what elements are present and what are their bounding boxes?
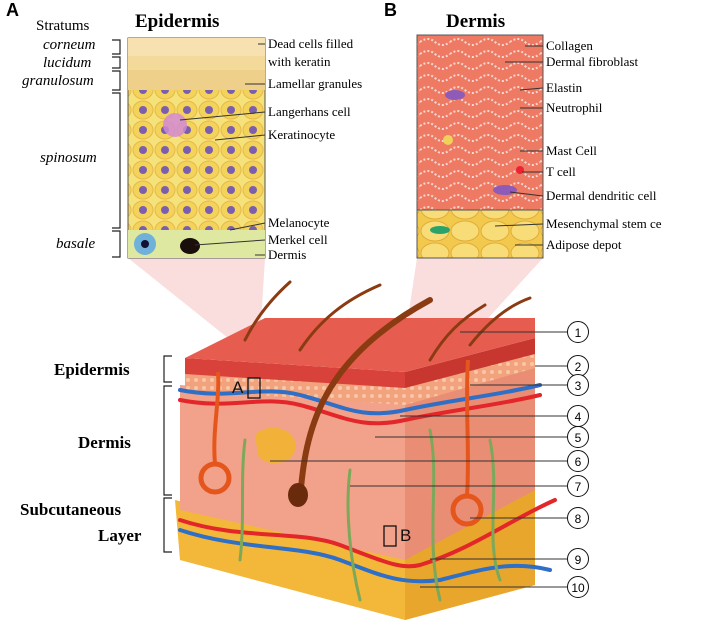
leader-lines <box>179 43 567 588</box>
layer-epidermis: Epidermis <box>54 360 130 379</box>
callout-10: 10 <box>567 576 589 598</box>
callout-3: 3 <box>567 374 589 396</box>
label-dermis-small: Dermis <box>268 247 307 262</box>
marker-b-box <box>383 525 397 547</box>
layer-subcutaneous: Subcutaneous <box>20 500 122 519</box>
layer-dermis: Dermis <box>78 433 131 452</box>
label-mast-cell: Mast Cell <box>546 143 597 158</box>
vessels <box>178 383 557 602</box>
callout-8: 8 <box>567 507 589 529</box>
marker-a-box <box>247 377 261 399</box>
label-dermal-dendritic-cell: Dermal dendritic cell <box>546 188 657 203</box>
label-lamellar-granules: Lamellar granules <box>268 76 363 91</box>
panel-a-funnel <box>128 258 265 338</box>
label-langerhans-cell: Langerhans cell <box>268 104 351 119</box>
stratum-brackets <box>112 39 121 258</box>
callout-4: 4 <box>567 405 589 427</box>
label-keratinocyte: Keratinocyte <box>268 127 336 142</box>
label-mesenchymal-stem-cell: Mesenchymal stem ce <box>546 216 662 231</box>
sweat-glands <box>198 359 484 527</box>
label-dead-cells: Dead cells filled <box>268 36 354 51</box>
marker-a: A <box>232 378 244 397</box>
callout-7: 7 <box>567 475 589 497</box>
label-collagen: Collagen <box>546 38 593 53</box>
callout-9: 9 <box>567 548 589 570</box>
sebaceous-gland <box>255 427 296 464</box>
label-elastin: Elastin <box>546 80 583 95</box>
stratum-corneum: corneum <box>43 37 96 53</box>
label-neutrophil: Neutrophil <box>546 100 603 115</box>
hairs <box>243 280 532 503</box>
hair-bulb <box>288 483 308 507</box>
label-adipose-depot: Adipose depot <box>546 237 622 252</box>
stratum-lucidum: lucidum <box>43 55 92 71</box>
layer-brackets <box>163 355 172 553</box>
label-dermal-fibroblast: Dermal fibroblast <box>546 54 639 69</box>
panel-a-letter: A <box>6 0 19 20</box>
dermis-panel-title: Dermis <box>446 11 506 32</box>
callout-5: 5 <box>567 426 589 448</box>
panel-b-letter: B <box>384 0 397 20</box>
stratums-heading: Stratums <box>36 18 90 34</box>
stratum-granulosum: granulosum <box>22 73 94 89</box>
label-merkel-cell: Merkel cell <box>268 232 328 247</box>
stratum-basale: basale <box>56 236 96 252</box>
label-t-cell: T cell <box>546 164 576 179</box>
layer-layer: Layer <box>98 526 142 545</box>
epidermis-magnified <box>127 37 266 259</box>
stratum-spinosum: spinosum <box>40 150 97 166</box>
marker-b: B <box>400 526 412 545</box>
callout-6: 6 <box>567 450 589 472</box>
label-melanocyte: Melanocyte <box>268 215 330 230</box>
label-with-keratin: with keratin <box>268 54 331 69</box>
epidermis-panel-title: Epidermis <box>135 11 220 32</box>
callout-1: 1 <box>567 321 589 343</box>
dermis-magnified <box>416 34 544 259</box>
